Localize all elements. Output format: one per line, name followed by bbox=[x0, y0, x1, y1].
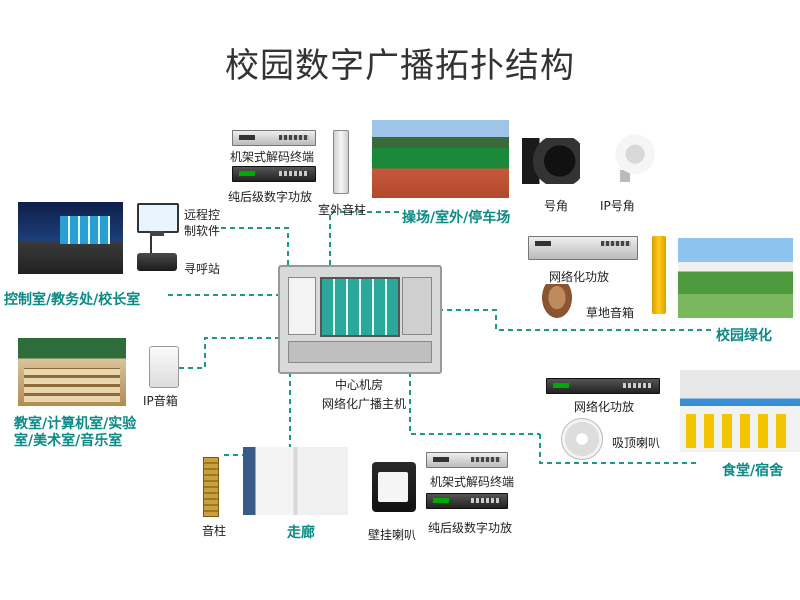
control-room-photo bbox=[18, 202, 123, 274]
link-corridor bbox=[222, 372, 291, 456]
area-control-room: 控制室/教务处/校长室 bbox=[4, 292, 141, 308]
monitor-icon bbox=[137, 203, 179, 233]
ip-speaker-label: IP音箱 bbox=[143, 394, 178, 408]
playground-photo bbox=[372, 120, 509, 198]
link-canteen bbox=[539, 434, 700, 464]
lawn-speaker-label: 草地音箱 bbox=[586, 306, 635, 320]
pure-amp-icon-top bbox=[232, 166, 316, 182]
horn-icon bbox=[522, 138, 580, 184]
pure-amp-label-bottom: 纯后级数字功放 bbox=[428, 521, 513, 535]
corridor-photo bbox=[243, 447, 348, 515]
net-amp-right-label: 网络化功放 bbox=[549, 270, 610, 284]
ip-speaker-icon bbox=[149, 346, 179, 388]
pure-amp-icon-bottom bbox=[426, 493, 508, 509]
outdoor-column-label: 室外音柱 bbox=[318, 203, 367, 217]
wall-speaker-icon bbox=[372, 462, 416, 512]
sound-column-icon bbox=[203, 457, 219, 517]
paging-station-icon bbox=[137, 253, 177, 271]
pure-amp-label-top: 纯后级数字功放 bbox=[228, 190, 313, 204]
paging-station-mic bbox=[150, 236, 152, 254]
ip-horn-icon bbox=[598, 134, 658, 182]
monitor-stand bbox=[150, 231, 164, 236]
sound-column-label: 音柱 bbox=[202, 524, 227, 538]
area-classroom-2: 室/美术室/音乐室 bbox=[14, 433, 123, 449]
area-canteen: 食堂/宿舍 bbox=[722, 463, 784, 479]
wall-speaker-label: 壁挂喇叭 bbox=[368, 528, 417, 542]
area-corridor: 走廊 bbox=[287, 525, 315, 541]
net-amp-canteen-label: 网络化功放 bbox=[574, 400, 635, 414]
net-amp-right-icon bbox=[528, 236, 638, 260]
host-side-panel bbox=[288, 277, 316, 335]
network-broadcast-host bbox=[278, 265, 442, 374]
rack-decoder-label-bottom: 机架式解码终端 bbox=[430, 475, 515, 489]
remote-software-label-2: 制软件 bbox=[184, 224, 221, 238]
classroom-photo bbox=[18, 338, 126, 406]
host-screen bbox=[320, 277, 400, 337]
ip-horn-label: IP号角 bbox=[600, 199, 635, 213]
host-right-panel bbox=[402, 277, 432, 335]
net-amp-canteen-icon bbox=[546, 378, 660, 394]
canteen-photo bbox=[680, 370, 800, 452]
outdoor-column-icon bbox=[333, 130, 349, 194]
link-campus-green bbox=[438, 309, 712, 331]
area-campus-green: 校园绿化 bbox=[716, 328, 772, 344]
wall-speaker-face bbox=[378, 472, 408, 502]
center-label-2: 网络化广播主机 bbox=[322, 397, 407, 411]
rack-decoder-icon-bottom bbox=[426, 452, 508, 468]
area-playground: 操场/室外/停车场 bbox=[402, 210, 511, 226]
canteen-tables bbox=[686, 414, 794, 448]
lawn-speaker-icon bbox=[542, 284, 572, 318]
link-remote-software bbox=[215, 227, 289, 265]
link-wall-speaker bbox=[409, 372, 540, 435]
control-room-screen bbox=[60, 216, 110, 244]
classroom-desks bbox=[24, 368, 120, 402]
rack-decoder-icon-top bbox=[232, 130, 316, 146]
yellow-column-speaker-icon bbox=[652, 236, 666, 314]
page-title: 校园数字广播拓扑结构 bbox=[225, 46, 575, 86]
ceiling-speaker-label: 吸顶喇叭 bbox=[612, 436, 661, 450]
paging-station-label: 寻呼站 bbox=[184, 262, 221, 276]
campus-green-photo bbox=[678, 238, 793, 318]
horn-label: 号角 bbox=[544, 199, 569, 213]
remote-software-label-1: 远程控 bbox=[184, 208, 221, 222]
link-playground bbox=[329, 211, 400, 265]
host-control-strip bbox=[288, 341, 432, 363]
rack-decoder-label-top: 机架式解码终端 bbox=[230, 150, 315, 164]
ceiling-speaker-icon bbox=[561, 418, 603, 460]
link-classroom bbox=[178, 337, 280, 369]
area-classroom-1: 教室/计算机室/实验 bbox=[14, 416, 137, 432]
center-label-1: 中心机房 bbox=[335, 378, 384, 392]
